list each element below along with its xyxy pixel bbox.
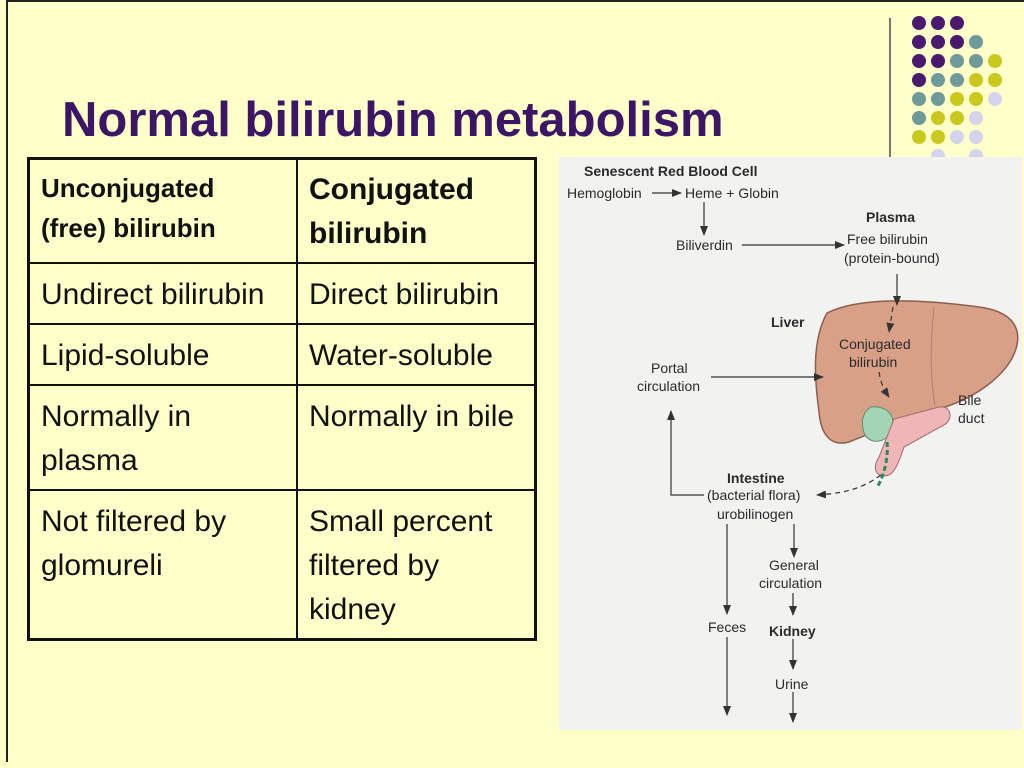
table-cell: Normally in bile xyxy=(296,384,537,491)
table-cell: Normally in plasma xyxy=(27,384,298,491)
table-cell: Direct bilirubin xyxy=(296,262,537,325)
diagram-title: Senescent Red Blood Cell xyxy=(584,163,757,179)
bilirubin-metabolism-diagram: Senescent Red Blood Cell Hemoglobin Heme… xyxy=(559,157,1022,730)
table-row: Undirect bilirubin Direct bilirubin xyxy=(27,262,537,325)
label-kidney: Kidney xyxy=(769,623,816,639)
header-conjugated: Conjugated bilirubin xyxy=(296,157,537,264)
label-general: General xyxy=(769,557,819,573)
liver-shape xyxy=(814,300,1019,444)
label-urobilinogen: urobilinogen xyxy=(717,506,793,522)
bilirubin-comparison-table: Unconjugated (free) bilirubin Conjugated… xyxy=(27,157,537,641)
label-liver: Liver xyxy=(771,314,805,330)
slide-frame-top xyxy=(6,0,1024,2)
label-urine: Urine xyxy=(775,676,809,692)
label-protein-bound: (protein-bound) xyxy=(844,250,940,266)
header-unconjugated: Unconjugated (free) bilirubin xyxy=(27,157,298,264)
label-portal-circulation: circulation xyxy=(637,378,700,394)
table-cell: Not filtered by glomureli xyxy=(27,489,298,641)
table-row: Lipid-soluble Water-soluble xyxy=(27,323,537,386)
slide-frame-left xyxy=(6,0,8,762)
label-portal: Portal xyxy=(651,360,688,376)
table-header-row: Unconjugated (free) bilirubin Conjugated… xyxy=(27,157,537,264)
label-general-circulation: circulation xyxy=(759,575,822,591)
table-cell: Small percent filtered by kidney xyxy=(296,489,537,641)
page-title: Normal bilirubin metabolism xyxy=(62,93,724,147)
gallbladder-shape xyxy=(861,406,894,442)
label-hemoglobin: Hemoglobin xyxy=(567,185,642,201)
label-bile-duct: duct xyxy=(958,410,985,426)
table-cell: Undirect bilirubin xyxy=(27,262,298,325)
label-intestine: Intestine xyxy=(727,470,785,486)
table-cell: Lipid-soluble xyxy=(27,323,298,386)
table-row: Not filtered by glomureli Small percent … xyxy=(27,489,537,641)
table-row: Normally in plasma Normally in bile xyxy=(27,384,537,491)
label-bacterial-flora: (bacterial flora) xyxy=(707,487,800,503)
label-heme-globin: Heme + Globin xyxy=(685,185,779,201)
table-cell: Water-soluble xyxy=(296,323,537,386)
label-free-bilirubin: Free bilirubin xyxy=(847,231,928,247)
label-conjugated: Conjugated xyxy=(839,336,911,352)
bile-duct-shape xyxy=(874,406,951,477)
label-feces: Feces xyxy=(708,619,746,635)
label-bile: Bile xyxy=(958,392,982,408)
label-biliverdin: Biliverdin xyxy=(676,237,733,253)
label-plasma: Plasma xyxy=(866,209,915,225)
label-conjugated-bilirubin: bilirubin xyxy=(849,354,897,370)
decorative-vertical-line xyxy=(889,18,891,160)
